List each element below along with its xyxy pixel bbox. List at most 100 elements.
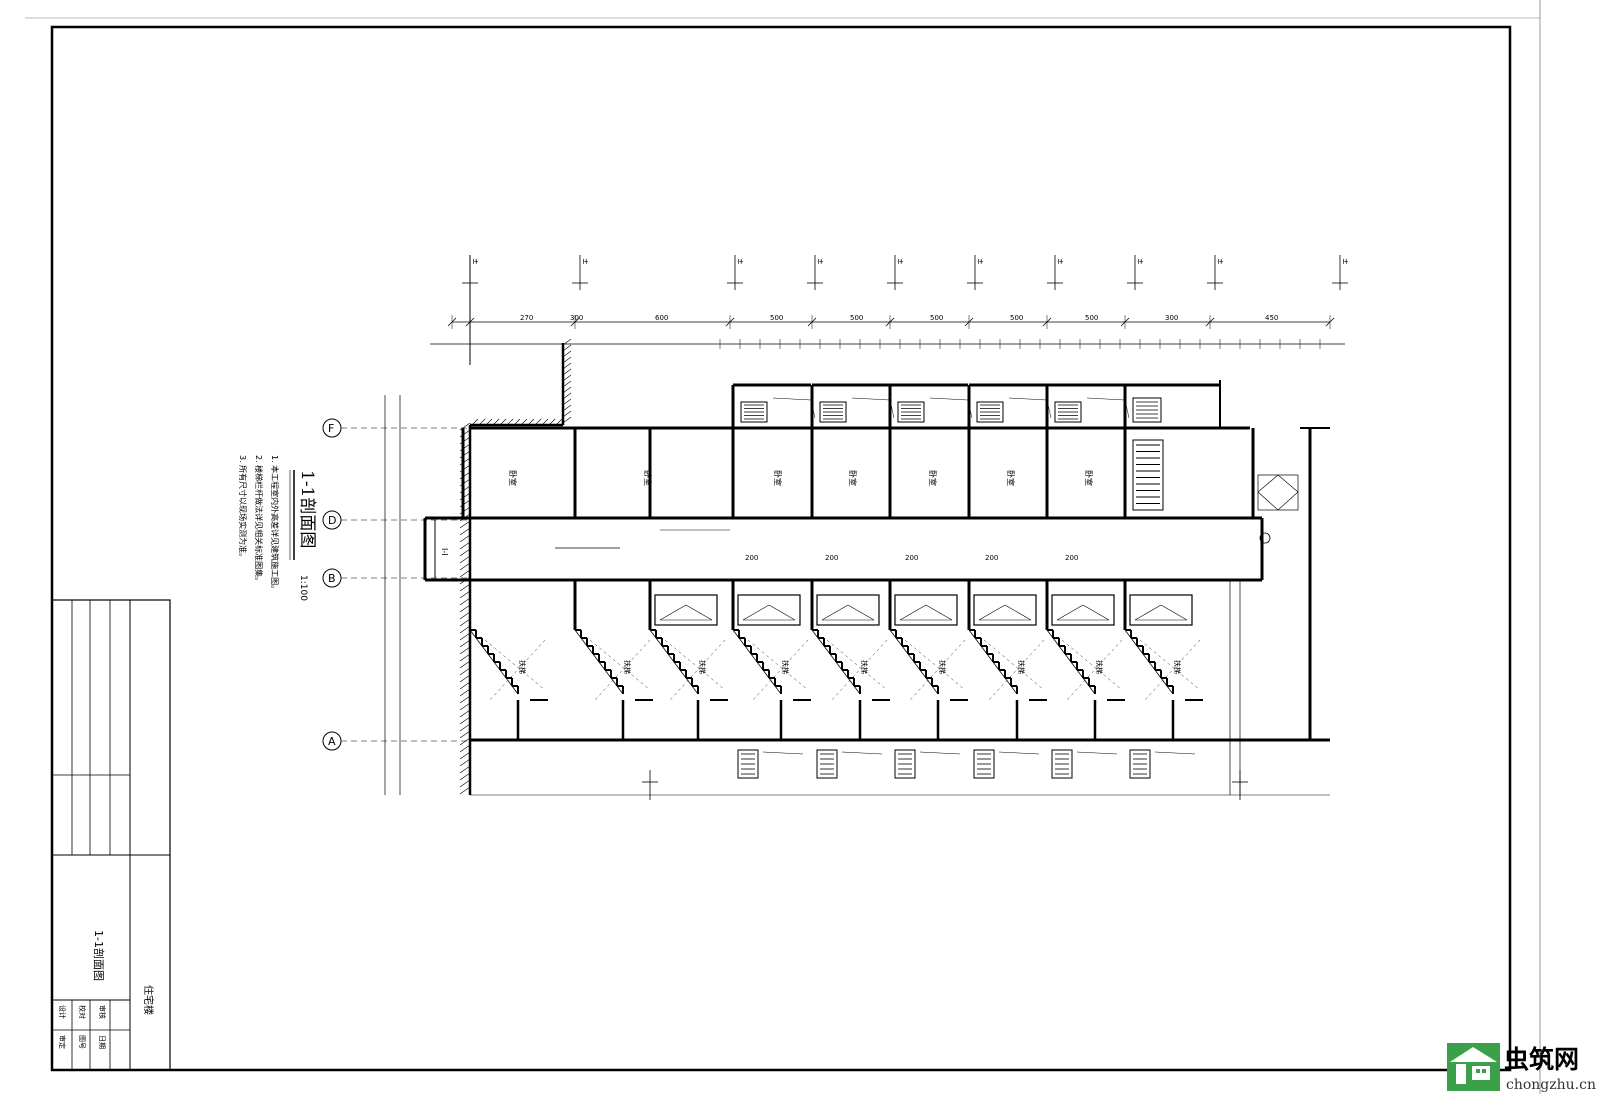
top-dimension-value: 300: [1165, 314, 1178, 322]
stair-slope: [811, 629, 861, 695]
soil-hatch: [506, 418, 514, 426]
corridor-dimension: 200: [1065, 554, 1078, 562]
soil-hatch: [562, 380, 572, 388]
note-2: 2. 楼梯栏杆做法详见相关标准图集。: [254, 455, 264, 585]
canopy-line: [1154, 751, 1196, 755]
window-frame: [654, 594, 718, 626]
soil-hatch: [459, 590, 471, 599]
stair-handrail: [669, 639, 726, 701]
soil-hatch: [459, 744, 471, 753]
room-label: 卧室: [1084, 470, 1094, 486]
soil-hatch: [459, 688, 471, 697]
title-block-field: 图号: [78, 1035, 86, 1049]
soil-hatch: [459, 583, 471, 592]
corridor-dimension: 200: [745, 554, 758, 562]
canopy-line: [841, 751, 883, 755]
section-scale: 1:100: [298, 575, 308, 601]
stair-label: 扶梯: [623, 660, 632, 674]
soil-hatch: [459, 527, 471, 536]
stair-handrail: [831, 639, 888, 701]
stair-window: [1132, 397, 1162, 423]
corridor-dimension: 200: [985, 554, 998, 562]
canopy-line: [1076, 751, 1118, 755]
window-opening: [768, 604, 796, 621]
stair-slope: [889, 629, 939, 695]
stair-label: 扶梯: [1173, 660, 1182, 674]
window-opening: [1082, 604, 1110, 621]
elevation-label: ±: [581, 258, 590, 265]
soil-hatch: [459, 667, 471, 676]
soil-hatch: [562, 374, 572, 382]
title-block-field: 审核: [98, 1005, 107, 1019]
window-frame: [894, 594, 958, 626]
lower-window: [894, 749, 916, 779]
stair-label: 扶梯: [698, 660, 707, 674]
window-opening: [821, 604, 849, 621]
soil-hatch: [459, 772, 471, 781]
window-opening: [1134, 604, 1162, 621]
grid-axis-label: D: [328, 514, 336, 527]
top-dimension-value: 600: [655, 314, 668, 322]
lower-window: [1129, 749, 1151, 779]
section-title: 1-1剖面图: [297, 470, 317, 548]
soil-hatch: [513, 418, 521, 426]
window-opening: [1160, 604, 1188, 621]
elevation-label: ±: [896, 258, 905, 265]
soil-hatch: [459, 681, 471, 690]
stair-handrail: [1139, 639, 1201, 691]
top-dimension-value: 500: [930, 314, 943, 322]
soil-hatch: [459, 779, 471, 788]
stair-handrail: [909, 639, 966, 701]
elevation-label: ±: [816, 258, 825, 265]
window-opening: [685, 604, 713, 621]
stair-handrail: [904, 639, 966, 691]
elevation-label: ±: [976, 258, 985, 265]
canopy-line: [919, 751, 961, 755]
room-label: 卧室: [508, 470, 518, 486]
room-label: 卧室: [773, 470, 783, 486]
soil-hatch: [459, 709, 471, 718]
soil-hatch: [459, 737, 471, 746]
entry-canopy-diagonal: [1257, 491, 1279, 511]
soil-hatch: [562, 362, 572, 370]
top-dimension-value: 500: [1085, 314, 1098, 322]
room-label: 卧室: [643, 470, 653, 486]
section-title-group: 1-1剖面图 1:100 1. 本工程室内外高差详见建筑施工图。 2. 楼梯栏杆…: [238, 455, 317, 601]
elevation-label: ±: [736, 258, 745, 265]
canopy-line: [1008, 397, 1048, 401]
elevation-label: ±: [471, 258, 480, 265]
logo-url: chongzhu.cn: [1506, 1077, 1596, 1093]
soil-hatch: [562, 386, 572, 394]
soil-hatch: [459, 534, 471, 543]
soil-hatch: [562, 410, 572, 418]
entry-canopy: [1257, 474, 1299, 511]
top-dimension-value: 300: [570, 314, 583, 322]
watermark-logo: 虫筑网 chongzhu.cn: [1447, 1043, 1596, 1093]
entry-canopy-diagonal: [1257, 474, 1279, 493]
lower-window: [816, 749, 838, 779]
room-label: 卧室: [848, 470, 858, 486]
stair-handrail: [983, 639, 1045, 691]
soil-hatch: [459, 730, 471, 739]
stair-handrail: [752, 639, 809, 701]
canopy-line: [762, 751, 804, 755]
lower-window: [973, 749, 995, 779]
stair-label: 扶梯: [938, 660, 947, 674]
soil-hatch: [459, 758, 471, 767]
soil-hatch: [459, 548, 471, 557]
soil-hatch: [562, 398, 572, 406]
stair-handrail: [1061, 639, 1123, 691]
soil-hatch: [541, 418, 549, 426]
soil-hatch: [459, 520, 471, 529]
soil-hatch: [459, 646, 471, 655]
lower-window: [737, 749, 759, 779]
soil-hatch: [499, 418, 507, 426]
section-cut-label: I-I: [440, 548, 449, 556]
soil-hatch: [459, 660, 471, 669]
stair-label: 扶梯: [518, 660, 527, 674]
soil-hatch: [459, 653, 471, 662]
stair-label: 扶梯: [1095, 660, 1104, 674]
entry-canopy-diagonal: [1277, 491, 1299, 511]
